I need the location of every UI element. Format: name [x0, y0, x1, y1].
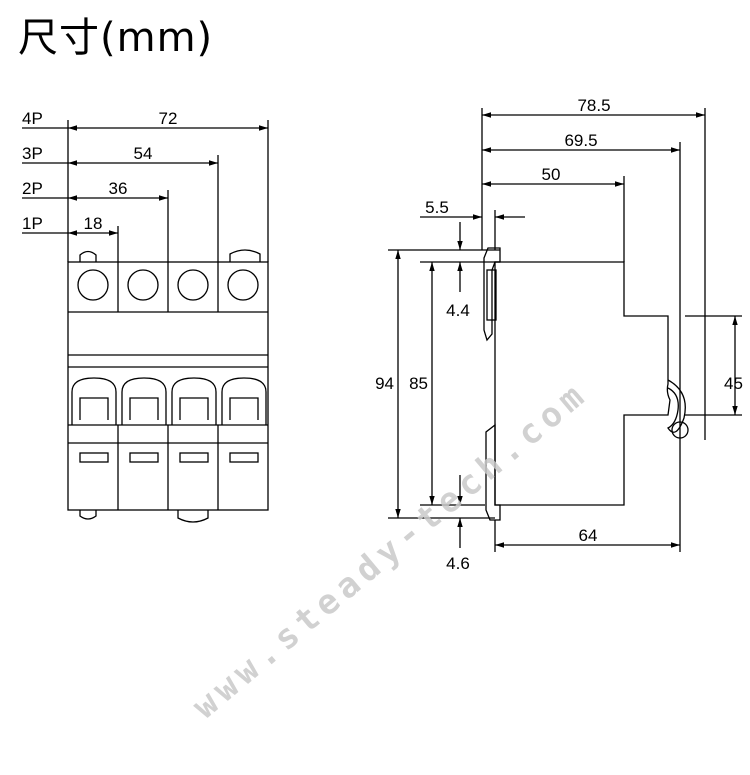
height-45-value: 45 — [724, 374, 743, 393]
width-5-5-value: 5.5 — [425, 198, 449, 217]
pole-label-4p: 4P — [22, 109, 43, 128]
width-2p-value: 36 — [109, 179, 128, 198]
terminal-screw-2 — [127, 269, 159, 301]
terminal-screw-4 — [227, 269, 259, 301]
toggle-handle-side — [667, 379, 686, 433]
clip-top-offset-value: 4.4 — [446, 301, 470, 320]
indicator-window-3 — [179, 452, 209, 463]
pole-label-3p: 3P — [22, 144, 43, 163]
width-1p-value: 18 — [84, 214, 103, 233]
din-clip-bottom — [485, 423, 501, 521]
width-69-5-value: 69.5 — [564, 131, 597, 150]
toggle-handles — [71, 377, 267, 425]
width-3p-value: 54 — [134, 144, 153, 163]
clip-bottom-offset-value: 4.6 — [446, 554, 470, 573]
breaker-side-body — [494, 261, 671, 506]
front-view — [22, 120, 269, 523]
width-4p-value: 72 — [159, 109, 178, 128]
indicator-window-1 — [79, 452, 109, 463]
height-94-value: 94 — [375, 374, 394, 393]
base-depth-value: 64 — [579, 526, 598, 545]
indicator-window-4 — [229, 452, 259, 463]
top-clip-right — [229, 249, 261, 262]
indicator-window-2 — [129, 452, 159, 463]
width-50-value: 50 — [542, 165, 561, 184]
width-78-5-value: 78.5 — [577, 96, 610, 115]
side-view — [388, 108, 742, 552]
handle-pivot — [671, 421, 689, 439]
bottom-clip-center — [177, 510, 209, 523]
height-85-value: 85 — [409, 374, 428, 393]
watermark-text: www.steady-tech.com — [185, 373, 596, 727]
pole-label-2p: 2P — [22, 179, 43, 198]
din-clip-top — [483, 247, 501, 342]
pole-label-1p: 1P — [22, 214, 43, 233]
din-clip-top-window — [486, 269, 497, 321]
terminal-screw-1 — [77, 269, 109, 301]
page-title: 尺寸(mm) — [18, 15, 214, 61]
terminal-screw-3 — [177, 269, 209, 301]
top-clip-left — [79, 250, 97, 262]
bottom-clip-left — [79, 510, 97, 520]
